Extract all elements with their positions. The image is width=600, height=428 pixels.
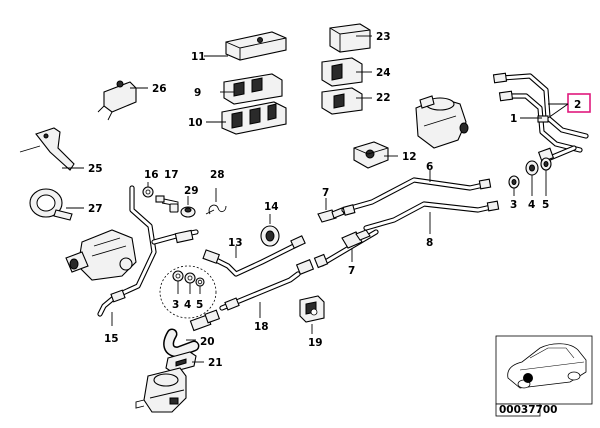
- part-7-connector-upper[interactable]: [317, 207, 345, 223]
- callout-20: 20: [200, 336, 215, 348]
- part-28-spring-clip[interactable]: [205, 204, 227, 215]
- part-24-holder[interactable]: [321, 57, 363, 87]
- part-4-seal[interactable]: [525, 160, 539, 176]
- part-21-clip[interactable]: [165, 351, 197, 373]
- callout-5: 5: [542, 199, 549, 211]
- callout-4: 4: [528, 199, 535, 211]
- part-8-brake-line[interactable]: [342, 200, 500, 231]
- callout-28: 28: [210, 169, 225, 181]
- callout-26: 26: [152, 83, 167, 95]
- callout-24: 24: [376, 67, 391, 79]
- callout-4-detail: 4: [184, 299, 191, 311]
- detail-circle: [159, 265, 217, 319]
- callout-1: 1: [510, 113, 517, 125]
- part-26-bracket[interactable]: [97, 80, 137, 121]
- callout-25: 25: [88, 163, 103, 175]
- callout-3: 3: [510, 199, 517, 211]
- part-3-washer[interactable]: [508, 175, 520, 189]
- callout-2: 2: [574, 99, 581, 111]
- callout-17: 17: [164, 169, 179, 181]
- part-7-connector-lower[interactable]: [341, 229, 371, 249]
- callout-9: 9: [194, 87, 201, 99]
- callout-8: 8: [426, 237, 433, 249]
- callout-15: 15: [104, 333, 119, 345]
- part-25-bracket[interactable]: [19, 127, 75, 171]
- part-15-brake-pipe[interactable]: [97, 185, 199, 317]
- callout-6: 6: [426, 161, 433, 173]
- leader-2b: [547, 103, 569, 119]
- part-22-holder[interactable]: [321, 87, 363, 115]
- part-5-seal[interactable]: [540, 157, 552, 171]
- vehicle-inset: [495, 335, 593, 417]
- part-13-brake-line[interactable]: [202, 235, 306, 277]
- part-19-clip[interactable]: [299, 295, 325, 323]
- part-17-bolt[interactable]: [155, 195, 179, 213]
- callout-29: 29: [184, 185, 199, 197]
- part-1-brake-pipes[interactable]: [492, 72, 589, 163]
- part-12-connector[interactable]: [353, 141, 389, 169]
- callout-22: 22: [376, 92, 391, 104]
- callout-7-lower: 7: [348, 265, 355, 277]
- callout-7-upper: 7: [322, 187, 329, 199]
- callout-11: 11: [191, 51, 206, 63]
- hydraulic-unit[interactable]: [65, 229, 137, 281]
- callout-10: 10: [188, 117, 203, 129]
- diagram-number: 00037700: [499, 404, 557, 416]
- part-27-clamp[interactable]: [29, 188, 73, 221]
- callout-12: 12: [402, 151, 417, 163]
- callout-14: 14: [264, 201, 279, 213]
- callout-21: 21: [208, 357, 223, 369]
- part-14-grommet[interactable]: [260, 225, 280, 247]
- part-29-grommet[interactable]: [180, 206, 196, 218]
- part-9-clip[interactable]: [223, 73, 283, 105]
- part-16-washer[interactable]: [142, 186, 154, 198]
- callout-23: 23: [376, 31, 391, 43]
- part-10-clip[interactable]: [221, 101, 287, 135]
- pressure-valve[interactable]: [415, 95, 469, 149]
- callout-18: 18: [254, 321, 269, 333]
- callout-19: 19: [308, 337, 323, 349]
- part-20-brake-hose[interactable]: [163, 309, 221, 358]
- part-2-highlight[interactable]: 2: [567, 93, 591, 113]
- callout-13: 13: [228, 237, 243, 249]
- callout-16: 16: [144, 169, 159, 181]
- part-11-bracket[interactable]: [225, 31, 287, 61]
- part-6-brake-line[interactable]: [341, 177, 492, 213]
- brake-caliper[interactable]: [135, 367, 187, 413]
- callout-5-detail: 5: [196, 299, 203, 311]
- part-23-holder[interactable]: [329, 23, 371, 53]
- callout-27: 27: [88, 203, 103, 215]
- callout-3-detail: 3: [172, 299, 179, 311]
